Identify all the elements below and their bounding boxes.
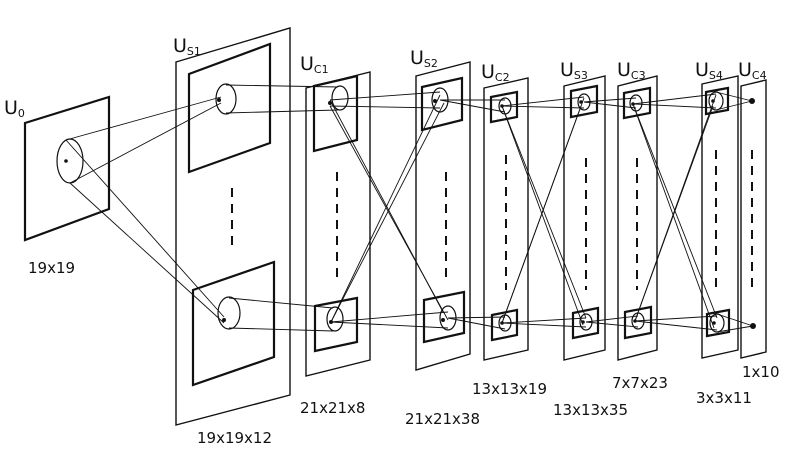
unit-dot-us2-bottom [441,318,445,322]
ring-uc1-bottom [326,306,344,332]
dims-u0: 19x19 [28,259,75,277]
layer-label-us3: US3 [560,59,588,82]
unit-dot-us1-top [217,98,221,102]
map-uc1-bottom [313,296,359,353]
dims-uc4: 1x10 [742,363,780,381]
map-us1-top [187,42,272,174]
dims-uc2: 13x13x19 [472,380,547,398]
layer-label-us1: US1 [173,35,201,58]
unit-dot-us2-top [433,99,437,103]
layer-label-uc4: UC4 [738,59,767,82]
dims-uc1: 21x21x8 [300,399,365,417]
ellipsis-dashes [231,150,753,290]
ring-us3-bottom [579,313,593,331]
plane-us4 [701,75,739,359]
unit-dot-uc3-top [631,102,635,106]
unit-dot-uc2-bottom [500,321,504,325]
plane-uc4 [740,79,767,359]
connection-lines [65,84,754,333]
plane-uc3 [617,75,658,361]
map-uc2-top [489,90,519,124]
output-dot-top [749,98,755,104]
ring-us1-top [215,83,237,115]
unit-dot-uc1-top [328,101,332,105]
unit-dot-us3-bottom [581,320,585,324]
layer-label-uc1: UC1 [300,53,329,76]
ring-uc1-top [331,85,349,111]
map-us1-bottom [191,260,276,387]
unit-dot-us4-top [711,99,715,103]
layer-label-us2: US2 [410,47,438,70]
unit-dot-uc3-bottom [633,319,637,323]
dims-us1: 19x19x12 [197,429,272,447]
unit-dot-us3-top [579,100,583,104]
unit-dot-u0 [64,159,68,163]
map-uc3-top [622,86,652,120]
map-us2-top [420,76,464,132]
unit-dot-uc2-top [500,104,504,108]
dims-us2: 21x21x38 [405,410,480,428]
unit-dot-us4-bottom [712,321,716,325]
feature-maps [23,42,731,387]
map-uc3-bottom [623,305,653,340]
dims-us4: 3x3x11 [696,389,752,407]
layer-label-uc3: UC3 [617,59,646,82]
layer-labels: U0 US1 UC1 US2 UC2 US3 UC3 US4 UC4 [4,35,767,120]
ring-us3-top [577,93,591,111]
ring-us1-bottom [217,296,241,330]
layer-label-uc2: UC2 [481,61,510,84]
map-uc1-top [312,74,359,153]
map-us3-top [569,84,599,119]
map-us2-bottom [422,290,466,344]
output-dot-bottom [750,323,756,329]
dims-uc3: 7x7x23 [612,374,668,392]
layer-label-u0: U0 [4,97,25,120]
unit-dots [64,98,756,329]
dimension-labels: 19x19 19x19x12 21x21x8 21x21x38 13x13x19… [28,259,780,447]
unit-dot-us1-bottom [222,318,226,322]
unit-dot-uc1-bottom [329,320,333,324]
dims-us3: 13x13x35 [553,401,628,419]
map-u0 [23,95,111,242]
layer-label-us4: US4 [695,59,723,82]
